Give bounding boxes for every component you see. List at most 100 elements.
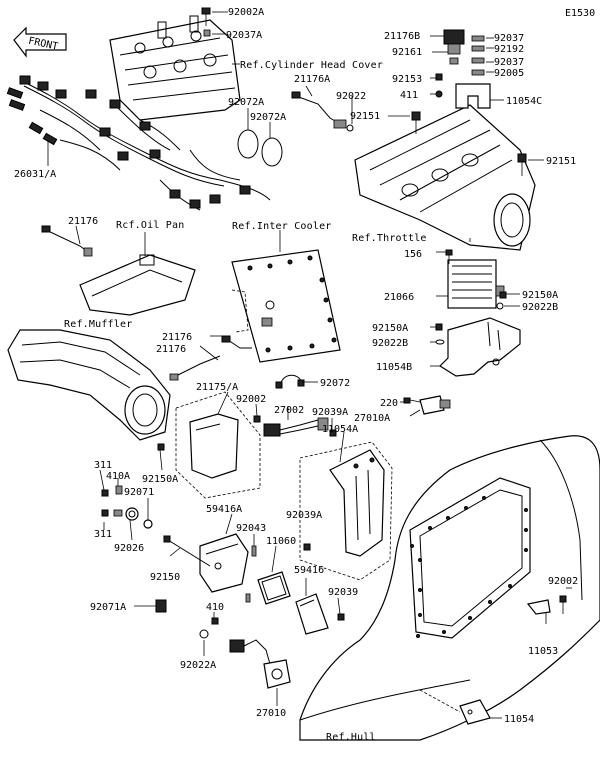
bracket-59416-part	[295, 593, 329, 635]
inter-cooler-part	[231, 249, 341, 363]
washer-410-icon	[199, 617, 219, 639]
label-59416a: 59416A	[206, 504, 242, 515]
oil-pan-part	[79, 254, 196, 316]
label-92039a-1: 92039A	[312, 407, 348, 418]
label-92037a: 92037A	[226, 30, 262, 41]
front-arrow-icon: FRONT	[13, 26, 67, 58]
label-11054: 11054	[504, 714, 534, 725]
label-26031a: 26031/A	[14, 169, 56, 180]
label-92153: 92153	[392, 74, 422, 85]
ref-cylinder-head-cover: Ref.Cylinder Head Cover	[240, 60, 383, 71]
label-92005: 92005	[494, 68, 524, 79]
label-92151-1: 92151	[350, 111, 380, 122]
sensor-21176b-part	[443, 29, 465, 65]
ref-oil-pan: Rcf.Oil Pan	[116, 220, 184, 231]
label-59416: 59416	[294, 565, 324, 576]
label-92150a-1: 92150A	[522, 290, 558, 301]
label-92037-1: 92037	[494, 33, 524, 44]
sensor-21176a-part	[291, 91, 354, 132]
small-fasteners-left-icon	[101, 443, 165, 529]
clamp-92072a-icon	[237, 129, 283, 167]
cylinder-head-cover-part	[109, 15, 241, 121]
label-92026: 92026	[114, 543, 144, 554]
label-21176-1: 21176	[68, 216, 98, 227]
label-11054a: 11054A	[322, 424, 358, 435]
ref-throttle: Ref.Throttle	[352, 233, 427, 244]
label-92192: 92192	[494, 44, 524, 55]
bolt-92150-icon	[163, 535, 211, 567]
bracket-59416a-part	[199, 533, 249, 593]
label-11060: 11060	[266, 536, 296, 547]
diagram-code: E1530	[565, 8, 595, 19]
label-21176a: 21176A	[294, 74, 330, 85]
wire-harness-26031-part	[6, 75, 271, 211]
label-27010: 27010	[256, 708, 286, 719]
label-92002-2: 92002	[548, 576, 578, 587]
switch-27010a-part	[419, 395, 451, 415]
label-92022: 92022	[336, 91, 366, 102]
label-92022b-1: 92022B	[522, 302, 558, 313]
label-92043: 92043	[236, 523, 266, 534]
label-92072a-1: 92072A	[228, 97, 264, 108]
sensor-27010-part	[229, 639, 291, 689]
label-92151-2: 92151	[546, 156, 576, 167]
label-220: 220	[380, 398, 398, 409]
ref-inter-cooler: Ref.Inter Cooler	[232, 221, 332, 232]
bolt-92002-right-icon	[559, 595, 567, 614]
label-21175a: 21175/A	[196, 382, 238, 393]
label-156: 156	[404, 249, 422, 260]
bolt-156-icon	[445, 249, 453, 264]
bracket-11054b-part	[439, 317, 521, 377]
cable-27002-part	[263, 417, 329, 437]
ref-muffler: Ref.Muffler	[64, 319, 132, 330]
label-27010a: 27010A	[354, 413, 390, 424]
label-92072: 92072	[320, 378, 350, 389]
bolt-92002-icon	[253, 415, 261, 423]
label-92039a-2: 92039A	[286, 510, 322, 521]
hull-part	[299, 435, 600, 741]
label-410a: 410A	[106, 471, 130, 482]
damper-92071a-icon	[155, 599, 167, 613]
ecu-21175-part	[189, 413, 239, 479]
regulator-21066-part	[447, 259, 505, 309]
nut-92039-icon	[337, 613, 345, 621]
label-11054b: 11054B	[376, 362, 412, 373]
throttle-body-part	[354, 104, 536, 251]
clamp-92072-icon	[275, 374, 305, 389]
bracket-11054c-part	[455, 83, 491, 109]
label-21066: 21066	[384, 292, 414, 303]
label-21176b: 21176B	[384, 31, 420, 42]
label-21176-2: 21176	[162, 332, 192, 343]
gasket-11060-part	[257, 571, 291, 605]
bracket-11054a-part	[329, 449, 385, 557]
label-11053: 11053	[528, 646, 558, 657]
label-92150: 92150	[150, 572, 180, 583]
label-92037-2: 92037	[494, 57, 524, 68]
hull-rivets-icon	[410, 496, 528, 638]
label-311-1: 311	[94, 460, 112, 471]
bolt-220-icon	[403, 397, 421, 404]
bolt-92002a-icon	[201, 7, 211, 37]
label-92071: 92071	[124, 487, 154, 498]
label-92072a-2: 92072A	[250, 112, 286, 123]
label-92022b-2: 92022B	[372, 338, 408, 349]
ref-labels: Ref.Cylinder Head Cover Rcf.Oil Pan Ref.…	[64, 60, 427, 743]
label-92002a: 92002A	[228, 7, 264, 18]
sensor-21176-muffler-part	[169, 335, 252, 381]
ref-hull: Ref.Hull	[326, 732, 376, 743]
label-411: 411	[400, 90, 418, 101]
bracket-11053-part	[526, 599, 551, 615]
label-311-2: 311	[94, 529, 112, 540]
label-11054c: 11054C	[506, 96, 542, 107]
muffler-part	[7, 329, 171, 441]
bolt-92151-icon	[411, 111, 527, 176]
label-92002-1: 92002	[236, 394, 266, 405]
label-92022a: 92022A	[180, 660, 216, 671]
label-92071a: 92071A	[90, 602, 126, 613]
label-21176-3: 21176	[156, 344, 186, 355]
label-27002: 27002	[274, 405, 304, 416]
label-410: 410	[206, 602, 224, 613]
sensor-21176-upper-part	[41, 225, 93, 257]
label-92150a-2: 92150A	[372, 323, 408, 334]
